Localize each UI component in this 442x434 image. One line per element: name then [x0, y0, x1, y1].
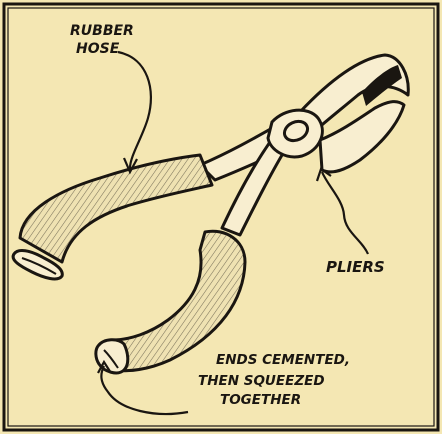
label-ends-line3: TOGETHER	[220, 392, 301, 408]
label-rubber-hose-line1: RUBBER	[70, 23, 134, 39]
leader-line-rubber-hose	[118, 52, 151, 168]
label-ends-line2: THEN SQUEEZED	[198, 373, 325, 389]
hose-hatch-lower	[112, 231, 245, 370]
label-ends-line1: ENDS CEMENTED,	[216, 352, 350, 368]
label-rubber-hose-line2: HOSE	[76, 41, 120, 57]
label-pliers: PLIERS	[326, 258, 385, 276]
leader-line-pliers	[322, 172, 368, 254]
hose-hatch-upper	[20, 155, 212, 262]
